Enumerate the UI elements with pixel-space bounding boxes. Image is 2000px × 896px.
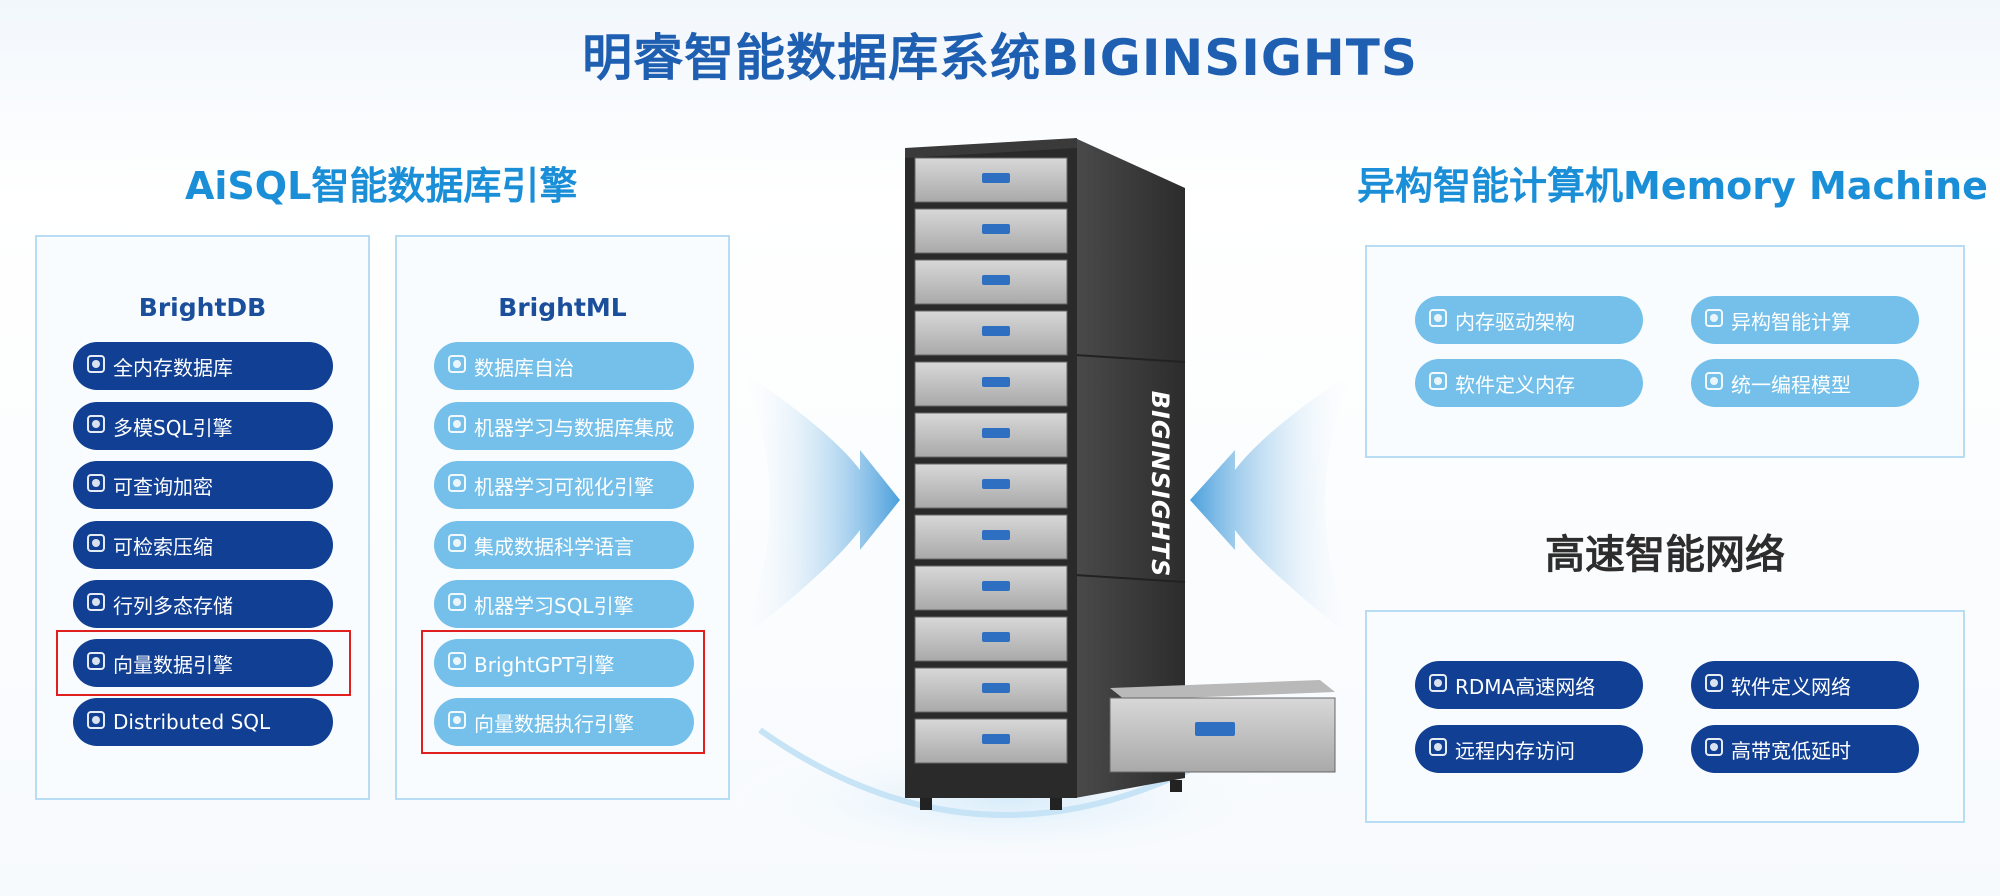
remote-icon (1429, 738, 1447, 756)
database-icon (448, 355, 466, 373)
speed-icon (1705, 738, 1723, 756)
brightml-item: 机器学习与数据库集成 (434, 402, 694, 450)
rack-side-panel (1075, 138, 1185, 798)
integration-icon (448, 415, 466, 433)
network-item: 高带宽低延时 (1691, 725, 1919, 773)
code-icon (1705, 372, 1723, 390)
settings-icon (448, 652, 466, 670)
brightdb-item: Distributed SQL (73, 698, 333, 746)
left-arrow (740, 370, 900, 640)
cloud-icon (1705, 674, 1723, 692)
robot-icon (448, 593, 466, 611)
network-item: RDMA高速网络 (1415, 661, 1643, 709)
right-arrow (1190, 370, 1355, 640)
memory-item: 内存驱动架构 (1415, 296, 1643, 344)
brightml-item: 机器学习SQL引擎 (434, 580, 694, 628)
memory-item: 软件定义内存 (1415, 359, 1643, 407)
monitor-icon (448, 474, 466, 492)
panel-title-brightml: BrightML (498, 293, 627, 322)
page-title: 明睿智能数据库系统BIGINSIGHTS (582, 29, 1418, 87)
brightdb-item: 全内存数据库 (73, 342, 333, 390)
highlight-box-vector-engine (56, 630, 351, 696)
lock-icon (87, 474, 105, 492)
network-icon (1429, 674, 1447, 692)
network-title: 高速智能网络 (1545, 532, 1785, 578)
section-title-memory-machine: 异构智能计算机Memory Machine (1357, 164, 1988, 208)
brightdb-item: 可查询加密 (73, 461, 333, 509)
memory-item: 异构智能计算 (1691, 296, 1919, 344)
highlight-box-brightml-engines (421, 630, 705, 754)
brightml-item: 向量数据执行引擎 (434, 698, 694, 746)
network-item: 远程内存访问 (1415, 725, 1643, 773)
brightml-item: 机器学习可视化引擎 (434, 461, 694, 509)
server-top (1110, 680, 1335, 700)
compute-icon (1705, 309, 1723, 327)
vector-icon (87, 652, 105, 670)
brightdb-item: 可检索压缩 (73, 521, 333, 569)
brightdb-item: 多模SQL引擎 (73, 402, 333, 450)
network-icon (87, 711, 105, 729)
multimodel-icon (87, 415, 105, 433)
brightml-item: BrightGPT引擎 (434, 639, 694, 687)
brightml-item: 数据库自治 (434, 342, 694, 390)
document-icon (448, 534, 466, 552)
panel-memory-machine (1365, 245, 1965, 458)
storage-icon (87, 593, 105, 611)
search-icon (87, 534, 105, 552)
memory-item: 统一编程模型 (1691, 359, 1919, 407)
panel-network (1365, 610, 1965, 823)
brightdb-item: 向量数据引擎 (73, 639, 333, 687)
brightdb-item: 行列多态存储 (73, 580, 333, 628)
rack-unit-badges (982, 173, 1010, 744)
engine-icon (448, 711, 466, 729)
server-label: BIGINSIGHTS (1146, 390, 1174, 578)
network-item: 软件定义网络 (1691, 661, 1919, 709)
database-icon (87, 355, 105, 373)
brightml-item: 集成数据科学语言 (434, 521, 694, 569)
memory-icon (1429, 309, 1447, 327)
software-icon (1429, 372, 1447, 390)
panel-title-brightdb: BrightDB (138, 293, 267, 322)
section-title-aisql: AiSQL智能数据库引擎 (185, 164, 578, 208)
